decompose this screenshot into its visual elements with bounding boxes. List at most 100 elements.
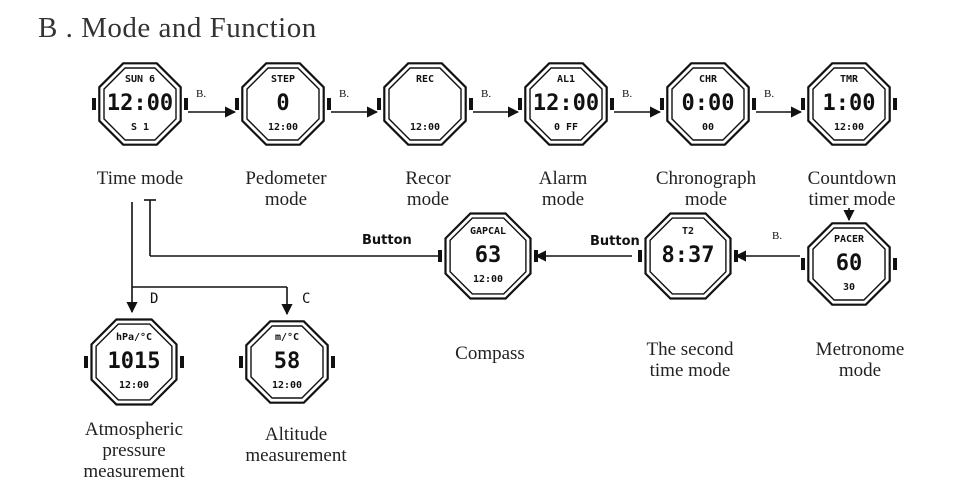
watch-display-line: TMR [840,74,859,85]
watch-time: SUN 6 12:00 S 1 [92,62,188,146]
watch-display-line: 12:00 [272,380,302,391]
mode-label-countdown: Countdown timer mode [807,168,897,210]
mode-label-pedometer: Pedometer mode [245,168,327,210]
watch-side-button [752,98,756,110]
watch-compass: GAPCAL 63 12:00 [438,212,538,300]
watch-side-button [660,98,664,110]
c-button-label: C [302,291,311,307]
watch-side-button [438,250,442,262]
watch-display-line: AL1 [557,74,575,85]
watch-side-button [180,356,184,368]
watch-second-time: T2 8:37 [638,212,738,300]
watch-side-button [801,258,805,270]
watch-screen-frame [812,67,886,141]
watch-recor: REC 12:00 [377,62,473,146]
watch-metronome: PACER 60 30 [801,222,897,306]
watch-display-line: 1:00 [823,91,876,116]
watch-side-button [84,356,88,368]
connectors [126,106,855,316]
watch-display-line: 63 [475,243,502,268]
mode-label-compass: Compass [455,343,525,364]
watch-display-line: 12:00 [119,380,149,391]
watch-display-line: 00 [702,122,714,133]
watch-display-line: 0:00 [682,91,735,116]
watch-screen-frame [246,67,320,141]
watch-display-line: 30 [843,282,855,293]
watch-side-button [518,98,522,110]
watch-chronograph: CHR 0:00 00 [660,62,756,146]
watch-screen-frame [103,67,177,141]
b-button-label: B. [764,88,775,100]
watch-display-line: 1015 [108,349,161,374]
d-button-label: D [150,291,159,307]
watch-display-line: CHR [699,74,718,85]
b-button-label: B. [772,230,783,242]
button-label: Button [362,233,412,248]
watch-screen-frame [250,325,324,399]
watch-alarm: AL1 12:00 0 FF [518,62,614,146]
watch-side-button [734,250,738,262]
b-button-label: B. [339,88,350,100]
watch-side-button [610,98,614,110]
watch-side-button [331,356,335,368]
watch-screen-frame [649,217,727,295]
watch-side-button [239,356,243,368]
watch-countdown: TMR 1:00 12:00 [801,62,897,146]
watch-side-button [801,98,805,110]
watch-display-line: S 1 [131,122,149,133]
watch-screen-frame [95,323,173,401]
watch-side-button [534,250,538,262]
watch-screen-frame [388,67,462,141]
watch-display-line: REC [416,74,434,85]
watch-screen-frame [529,67,603,141]
watch-display-line: 12:00 [107,91,173,116]
watch-display-line: hPa/°C [116,332,152,343]
watch-display-line: PACER [834,234,865,245]
button-label: Button [590,234,640,249]
watch-display-line: 12:00 [533,91,599,116]
mode-label-atmospheric: Atmospheric pressure measurement [83,419,185,482]
mode-label-second-time: The second time mode [646,339,734,381]
watch-display-line: m/°C [275,332,299,343]
page-title: B . Mode and Function [38,12,317,44]
b-button-label: B. [481,88,492,100]
watch-display-line: 12:00 [473,274,503,285]
watch-side-button [638,250,642,262]
watch-display-line: 8:37 [662,243,715,268]
watch-side-button [184,98,188,110]
watch-side-button [893,98,897,110]
mode-label-altitude: Altitude measurement [245,424,347,466]
watch-display-line: 58 [274,349,301,374]
b-button-label: B. [622,88,633,100]
watch-display-line: 0 [276,91,289,116]
watch-faces: SUN 6 12:00 S 1 STEP 0 12:00 REC 12:00 AL1 12:00 0… [84,62,897,406]
watch-side-button [469,98,473,110]
watch-side-button [235,98,239,110]
watch-display-line: 12:00 [834,122,864,133]
watch-screen-frame [812,227,886,301]
watch-display-line: SUN 6 [125,74,155,85]
mode-label-time: Time mode [96,168,184,189]
watch-side-button [377,98,381,110]
watch-screen-frame [671,67,745,141]
watch-display-line: 12:00 [268,122,298,133]
watch-display-line: 60 [836,251,863,276]
watch-altitude: m/°C 58 12:00 [239,320,335,404]
watch-side-button [92,98,96,110]
watch-display-line: 0 FF [554,122,578,133]
mode-label-recor: Recor mode [405,168,451,210]
watch-display-line: STEP [271,74,295,85]
b-button-label: B. [196,88,207,100]
watch-side-button [893,258,897,270]
watch-display-line: T2 [682,226,694,237]
mode-label-alarm: Alarm mode [538,168,588,210]
mode-label-metronome: Metronome mode [815,339,905,381]
watch-screen-frame [449,217,527,295]
watch-atmospheric: hPa/°C 1015 12:00 [84,318,184,406]
watch-display-line: 12:00 [410,122,440,133]
watch-side-button [327,98,331,110]
mode-label-chronograph: Chronograph mode [655,168,757,210]
watch-display-line: GAPCAL [470,226,506,237]
watch-pedometer: STEP 0 12:00 [235,62,331,146]
